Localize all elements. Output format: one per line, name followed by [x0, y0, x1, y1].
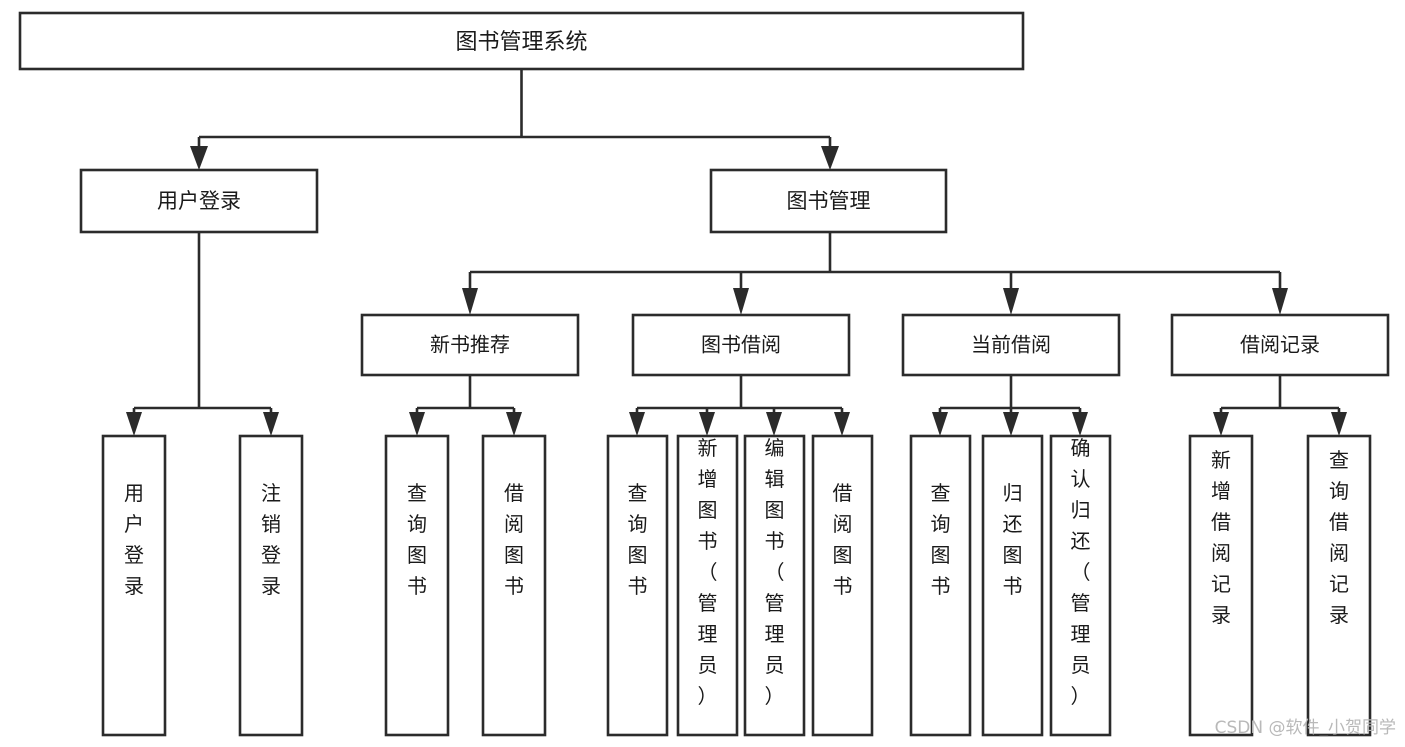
leaf-node-nbr-borrow-book-box: [481, 434, 547, 737]
arrow-head-nbr-leaf-1: [409, 412, 425, 436]
arrow-head-cb-leaf-3: [1072, 412, 1088, 436]
node-user-login[interactable]: 用户登录: [79, 168, 319, 234]
node-current-borrowing[interactable]: 当前借阅: [901, 313, 1121, 377]
leaf-node-cb-confirm-return-admin[interactable]: 确认归还（管理员）: [1049, 434, 1112, 737]
leaf-node-nbr-query-book-label: 查询图书: [407, 481, 427, 598]
arrow-head-bb-leaf-2: [699, 412, 715, 436]
node-user-login-box: [79, 168, 319, 234]
node-borrowing-record-box: [1170, 313, 1390, 377]
leaf-node-br-add-record[interactable]: 新增借阅记录: [1188, 434, 1254, 737]
arrow-head-br-leaf-1: [1213, 412, 1229, 436]
leaf-node-cb-query-book-label: 查询图书: [931, 481, 951, 598]
node-book-management-label: 图书管理: [787, 189, 871, 213]
node-book-borrowing-label: 图书借阅: [701, 333, 781, 357]
node-book-management[interactable]: 图书管理: [709, 168, 948, 234]
leaf-node-bb-query-book-label: 查询图书: [628, 481, 648, 598]
leaf-node-bb-add-book-admin-label: 新增图书（管理员）: [698, 436, 718, 708]
leaf-node-bb-edit-book-admin[interactable]: 编辑图书（管理员）: [743, 434, 806, 737]
leaf-node-br-query-record-box: [1306, 434, 1372, 737]
arrow-head-nbr-leaf-2: [506, 412, 522, 436]
arrow-head-user-login: [190, 146, 208, 170]
leaf-node-bb-query-book-box: [606, 434, 669, 737]
node-new-book-recommendation-label: 新书推荐: [430, 333, 510, 357]
node-root-book-management-system[interactable]: 图书管理系统: [18, 11, 1025, 71]
arrow-head-bb-leaf-1: [629, 412, 645, 436]
leaf-node-user-login-box: [101, 434, 167, 737]
leaf-node-cb-confirm-return-admin-box: [1049, 434, 1112, 737]
leaf-node-logout[interactable]: 注销登录: [238, 434, 304, 737]
node-borrowing-record[interactable]: 借阅记录: [1170, 313, 1390, 377]
leaf-node-bb-query-book[interactable]: 查询图书: [606, 434, 669, 737]
node-root-label: 图书管理系统: [455, 30, 587, 55]
arrow-head-new-book-rec: [462, 288, 478, 315]
leaf-node-logout-box: [238, 434, 304, 737]
leaf-node-cb-query-book[interactable]: 查询图书: [909, 434, 972, 737]
leaf-node-bb-borrow-book[interactable]: 借阅图书: [811, 434, 874, 737]
leaf-node-bb-add-book-admin[interactable]: 新增图书（管理员）: [676, 434, 739, 737]
leaf-node-user-login[interactable]: 用户登录: [101, 434, 167, 737]
leaf-node-br-add-record-label: 新增借阅记录: [1211, 448, 1231, 627]
connector-layer: [126, 69, 1347, 436]
arrow-head-cb-leaf-1: [932, 412, 948, 436]
leaf-node-nbr-query-book-box: [384, 434, 450, 737]
arrow-head-cb-leaf-2: [1003, 412, 1019, 436]
arrow-head-leaf-user-login: [126, 412, 142, 436]
node-book-management-box: [709, 168, 948, 234]
node-book-borrowing[interactable]: 图书借阅: [631, 313, 851, 377]
leaf-node-logout-label: 注销登录: [261, 481, 281, 598]
leaf-node-bb-edit-book-admin-box: [743, 434, 806, 737]
arrow-head-bb-leaf-3: [766, 412, 782, 436]
leaf-node-bb-add-book-admin-box: [676, 434, 739, 737]
node-current-borrowing-box: [901, 313, 1121, 377]
node-book-borrowing-box: [631, 313, 851, 377]
leaf-node-nbr-borrow-book-label: 借阅图书: [504, 481, 524, 598]
leaf-node-bb-borrow-book-box: [811, 434, 874, 737]
leaf-node-cb-confirm-return-admin-label: 确认归还（管理员）: [1071, 436, 1091, 708]
node-root-box: [18, 11, 1025, 71]
node-new-book-recommendation[interactable]: 新书推荐: [360, 313, 580, 377]
leaf-node-nbr-borrow-book[interactable]: 借阅图书: [481, 434, 547, 737]
leaf-node-br-query-record-label: 查询借阅记录: [1329, 448, 1349, 627]
leaf-node-cb-return-book[interactable]: 归还图书: [981, 434, 1044, 737]
leaf-node-user-login-label: 用户登录: [124, 481, 144, 598]
node-new-book-recommendation-box: [360, 313, 580, 377]
node-user-login-label: 用户登录: [157, 189, 241, 213]
leaf-node-cb-return-book-label: 归还图书: [1003, 481, 1023, 598]
arrow-head-book-borrow: [733, 288, 749, 315]
leaf-node-cb-query-book-box: [909, 434, 972, 737]
leaf-node-bb-edit-book-admin-label: 编辑图书（管理员）: [765, 436, 785, 708]
arrow-head-borrow-record: [1272, 288, 1288, 315]
leaf-node-cb-return-book-box: [981, 434, 1044, 737]
leaf-node-bb-borrow-book-label: 借阅图书: [833, 481, 853, 598]
arrow-head-book-mgmt: [821, 146, 839, 170]
leaf-node-nbr-query-book[interactable]: 查询图书: [384, 434, 450, 737]
arrow-head-current-borrow: [1003, 288, 1019, 315]
leaf-node-br-add-record-box: [1188, 434, 1254, 737]
arrow-head-bb-leaf-4: [834, 412, 850, 436]
node-current-borrowing-label: 当前借阅: [971, 333, 1051, 357]
arrow-head-leaf-logout: [263, 412, 279, 436]
node-borrowing-record-label: 借阅记录: [1240, 333, 1320, 357]
arrow-head-br-leaf-2: [1331, 412, 1347, 436]
leaf-node-br-query-record[interactable]: 查询借阅记录: [1306, 434, 1372, 737]
csdn-watermark: CSDN @软件_小贺同学: [1215, 718, 1396, 738]
